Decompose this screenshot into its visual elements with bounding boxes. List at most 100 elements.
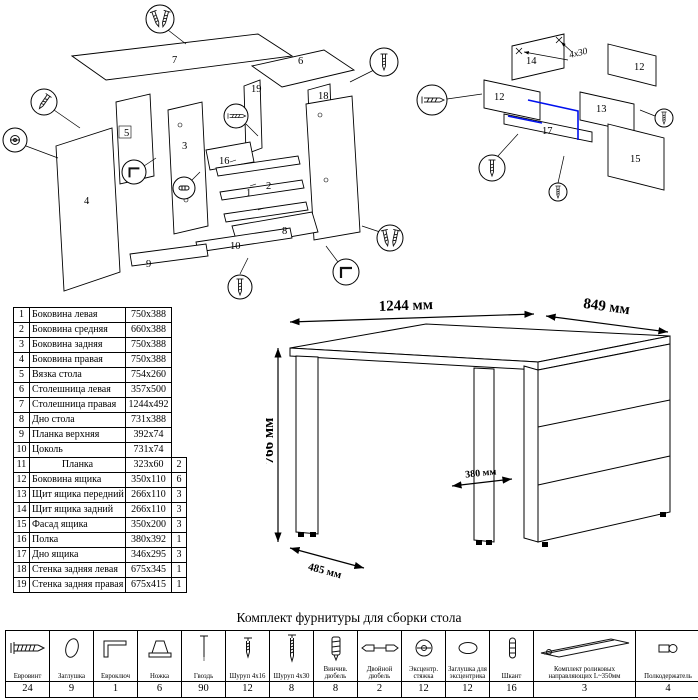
groove-highlight bbox=[507, 99, 579, 140]
part-label-17: 17 bbox=[542, 126, 553, 137]
part-label-19: 19 bbox=[251, 84, 262, 95]
part-number: 8 bbox=[13, 412, 30, 428]
dimension-depth: 849 мм bbox=[582, 296, 630, 318]
desk-outline bbox=[289, 323, 671, 543]
part-size: 266x110 bbox=[125, 487, 172, 503]
threaded-dowel-icon bbox=[314, 631, 357, 664]
part-name: Столешница левая bbox=[29, 382, 126, 398]
dimension-drawing: 1244 мм 849 мм 766 мм 380 мм 485 мм bbox=[266, 296, 671, 581]
part-number: 13 bbox=[13, 487, 30, 503]
part-name: Щит ящика задний bbox=[29, 502, 126, 518]
table-row: 13 Щит ящика передний 266x110 3 bbox=[13, 487, 187, 503]
fastener-callouts bbox=[2, 4, 404, 300]
hardware-name: Гвоздь bbox=[193, 672, 214, 680]
hardware-cell: Заглушка 9 bbox=[49, 630, 94, 698]
part-name: Боковина левая bbox=[29, 307, 126, 323]
part-size: 750x388 bbox=[125, 352, 172, 368]
part-qty: 3 bbox=[171, 517, 187, 533]
part-number: 4 bbox=[13, 352, 30, 368]
part-label-7: 7 bbox=[172, 55, 177, 66]
hardware-qty: 12 bbox=[226, 681, 269, 697]
part-qty: 1 bbox=[171, 532, 187, 548]
part-label-9: 9 bbox=[146, 259, 151, 270]
dimension-height: 766 мм bbox=[266, 418, 277, 465]
part-name: Дно стола bbox=[29, 412, 126, 428]
part-label-8: 8 bbox=[282, 226, 287, 237]
annotation-arrows bbox=[523, 41, 573, 61]
hardware-name: Шуруп 4x30 bbox=[273, 672, 310, 680]
table-row: 12 Боковина ящика 350x110 6 bbox=[13, 472, 187, 488]
part-size: 266x110 bbox=[125, 502, 172, 518]
part-number: 1 bbox=[13, 307, 30, 323]
hardware-name: Полкодержатель bbox=[644, 672, 692, 680]
table-row: 4 Боковина правая 750x388 bbox=[13, 352, 187, 368]
part-name: Боковина задняя bbox=[29, 337, 126, 353]
hardware-qty: 90 bbox=[182, 681, 225, 697]
part-number: 6 bbox=[13, 382, 30, 398]
table-row: 16 Полка 380x392 1 bbox=[13, 532, 187, 548]
part-name: Цоколь bbox=[29, 442, 126, 458]
hardware-qty: 12 bbox=[446, 681, 489, 697]
part-number: 5 bbox=[13, 367, 30, 383]
drawer-panels bbox=[483, 33, 665, 191]
table-row: 17 Дно ящика 346x295 3 bbox=[13, 547, 187, 563]
hardware-cell: Заглушка для эксцентрика 12 bbox=[445, 630, 490, 698]
hardware-qty: 8 bbox=[314, 681, 357, 697]
part-size: 357x500 bbox=[125, 382, 172, 398]
part-name: Полка bbox=[29, 532, 126, 548]
desk-feet bbox=[298, 512, 666, 547]
part-size: 675x415 bbox=[125, 577, 172, 593]
screw-size-annotation: 4x30 bbox=[568, 47, 589, 61]
part-number: 18 bbox=[13, 562, 30, 578]
table-row: 9 Планка верхняя 392x74 bbox=[13, 427, 187, 443]
part-number: 7 bbox=[13, 397, 30, 413]
leader-lines bbox=[25, 29, 381, 275]
hardware-qty: 16 bbox=[490, 681, 533, 697]
part-number: 3 bbox=[13, 337, 30, 353]
dimension-width: 1244 мм bbox=[379, 297, 434, 315]
panel-details bbox=[177, 112, 329, 211]
part-number: 19 bbox=[13, 577, 30, 593]
part-qty: 3 bbox=[171, 487, 187, 503]
part-qty: 1 bbox=[171, 577, 187, 593]
part-name: Планка bbox=[29, 457, 126, 473]
part-number: 12 bbox=[13, 472, 30, 488]
table-row: 3 Боковина задняя 750x388 bbox=[13, 337, 187, 353]
hardware-cell: Ножка 6 bbox=[137, 630, 182, 698]
double-dowel-icon bbox=[358, 631, 401, 664]
hardware-cell: Полкодержатель 4 bbox=[635, 630, 698, 698]
table-row: 1 Боковина левая 750x388 bbox=[13, 307, 187, 323]
hardware-cell: Евровинт 24 bbox=[5, 630, 50, 698]
table-row: 2 Боковина средняя 660x388 bbox=[13, 322, 187, 338]
part-label-12b: 12 bbox=[634, 62, 645, 73]
hardware-cell: Винчив. дюбель 8 bbox=[313, 630, 358, 698]
part-size: 350x200 bbox=[125, 517, 172, 533]
parts-table: 1 Боковина левая 750x388 2 Боковина сред… bbox=[13, 307, 187, 593]
part-label-10: 10 bbox=[230, 241, 241, 252]
hardware-name: Шкант bbox=[501, 672, 522, 680]
table-row: 19 Стенка задняя правая 675x415 1 bbox=[13, 577, 187, 593]
dimension-lines bbox=[274, 310, 669, 569]
hardware-cell: Гвоздь 90 bbox=[181, 630, 226, 698]
hardware-qty: 12 bbox=[402, 681, 445, 697]
hardware-name: Эксцентр. стяжка bbox=[408, 665, 439, 680]
part-size: 750x388 bbox=[125, 307, 172, 323]
hardware-cell: Шкант 16 bbox=[489, 630, 534, 698]
part-label-16: 16 bbox=[219, 156, 230, 167]
hardware-qty: 2 bbox=[358, 681, 401, 697]
hardware-name: Евровинт bbox=[13, 672, 42, 680]
part-size: 350x110 bbox=[125, 472, 172, 488]
drawer-slide-icon bbox=[534, 631, 635, 664]
hardware-qty: 9 bbox=[50, 681, 93, 697]
part-size: 392x74 bbox=[125, 427, 172, 443]
hardware-name: Комплект роликовых направляющих L~350мм bbox=[548, 665, 621, 680]
part-size: 754x260 bbox=[125, 367, 172, 383]
part-size: 660x388 bbox=[125, 322, 172, 338]
shelf-support-icon bbox=[636, 631, 698, 664]
hardware-qty: 3 bbox=[534, 681, 635, 697]
part-label-18: 18 bbox=[318, 91, 329, 102]
table-row: 14 Щит ящика задний 266x110 3 bbox=[13, 502, 187, 518]
part-qty: 2 bbox=[171, 457, 187, 473]
part-name: Щит ящика передний bbox=[29, 487, 126, 503]
